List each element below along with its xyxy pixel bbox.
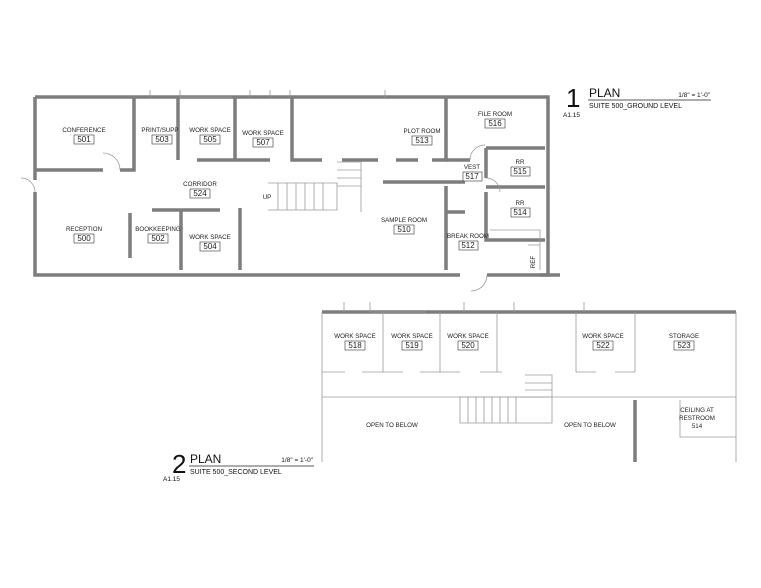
svg-text:501: 501 [77,135,91,144]
svg-text:CONFERENCE: CONFERENCE [62,127,105,134]
svg-text:RR: RR [516,159,525,166]
svg-text:VEST: VEST [464,164,480,171]
svg-text:SAMPLE ROOM: SAMPLE ROOM [381,217,427,224]
svg-text:WORK SPACE: WORK SPACE [189,127,230,134]
stair-up-label: UP [263,194,272,201]
svg-text:522: 522 [596,341,610,350]
svg-text:RESTROOM: RESTROOM [679,415,715,422]
svg-text:514: 514 [692,423,703,430]
svg-text:1: 1 [566,83,580,113]
svg-text:2: 2 [172,449,186,479]
svg-text:524: 524 [193,189,207,198]
plan-2-title: 2 PLAN 1/8" = 1'-0" SUITE 500_SECOND LEV… [163,449,314,483]
svg-text:PRINT/SUPP: PRINT/SUPP [141,127,178,134]
svg-text:515: 515 [513,167,527,176]
svg-text:RECEPTION: RECEPTION [66,226,102,233]
svg-text:514: 514 [513,208,527,217]
svg-text:507: 507 [256,138,270,147]
svg-text:WORK SPACE: WORK SPACE [242,130,283,137]
open-to-below-label: OPEN TO BELOW [564,422,616,429]
svg-text:1/8" = 1'-0": 1/8" = 1'-0" [281,457,313,464]
svg-text:A1.15: A1.15 [163,476,180,483]
svg-text:SUITE 500_GROUND LEVEL: SUITE 500_GROUND LEVEL [589,103,682,110]
refrigerator-label: REF [530,256,537,269]
svg-text:PLAN: PLAN [190,452,221,466]
second-level-walls [321,302,737,462]
ground-level-walls [20,90,560,292]
svg-text:510: 510 [397,225,411,234]
svg-text:PLAN: PLAN [589,86,620,100]
svg-text:WORK SPACE: WORK SPACE [391,333,432,340]
svg-text:CORRIDOR: CORRIDOR [183,181,217,188]
svg-text:523: 523 [677,341,691,350]
svg-text:RR: RR [516,200,525,207]
svg-text:513: 513 [415,136,429,145]
svg-text:518: 518 [348,341,362,350]
svg-text:STORAGE: STORAGE [669,333,699,340]
svg-text:516: 516 [488,119,502,128]
svg-text:SUITE 500_SECOND LEVEL: SUITE 500_SECOND LEVEL [190,469,282,476]
svg-text:PLOT ROOM: PLOT ROOM [403,128,440,135]
svg-text:BREAK ROOM: BREAK ROOM [447,233,489,240]
svg-text:512: 512 [461,241,475,250]
open-to-below-label: OPEN TO BELOW [366,422,418,429]
svg-text:CEILING AT: CEILING AT [680,407,714,414]
svg-text:500: 500 [77,234,91,243]
plan-1-title: 1 PLAN 1/8" = 1'-0" SUITE 500_GROUND LEV… [563,83,711,119]
svg-text:517: 517 [465,172,479,181]
svg-text:503: 503 [155,135,169,144]
svg-text:WORK SPACE: WORK SPACE [334,333,375,340]
ceiling-note: CEILING AT RESTROOM 514 [679,407,715,430]
svg-text:BOOKKEEPING: BOOKKEEPING [135,226,181,233]
svg-text:1/8" = 1'-0": 1/8" = 1'-0" [678,92,710,99]
svg-text:505: 505 [203,135,217,144]
svg-text:WORK SPACE: WORK SPACE [582,333,623,340]
svg-text:520: 520 [461,341,475,350]
svg-text:A1.15: A1.15 [563,112,580,119]
svg-text:WORK SPACE: WORK SPACE [447,333,488,340]
svg-text:WORK SPACE: WORK SPACE [189,234,230,241]
svg-text:504: 504 [203,242,217,251]
svg-text:FILE ROOM: FILE ROOM [478,111,512,118]
svg-text:502: 502 [151,234,165,243]
svg-text:519: 519 [405,341,419,350]
